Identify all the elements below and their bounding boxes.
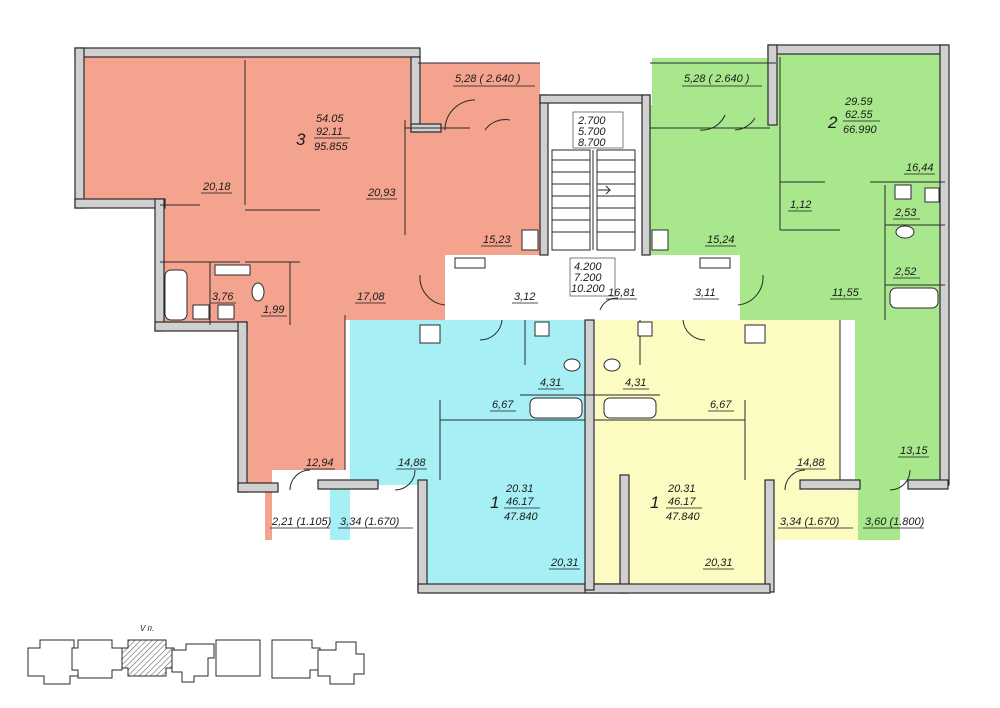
kitchen-sink-icon [419,324,441,344]
room-area: 3,76 [212,291,234,303]
bathtub-icon [529,397,583,419]
room-area: 5,28 ( 2.640 ) [684,73,750,85]
room-area: 5,28 ( 2.640 ) [455,73,521,85]
room-area: 12,94 [306,457,334,469]
sink-icon [192,304,210,320]
apartment-number: 1 [490,493,499,512]
key-plan-section [317,641,365,685]
level-mark: 10.200 [571,283,606,295]
bathtub-icon [164,269,188,321]
total-with-balcony: 47.840 [666,511,701,523]
key-plan-section [171,643,215,683]
room-area: 2,21 (1.105) [271,516,332,528]
room-area: 1,12 [790,199,811,211]
fixtures [164,184,940,419]
room-area: 13,15 [900,445,928,457]
room-area: 14,88 [398,457,426,469]
total-with-balcony: 66.990 [843,124,878,136]
apartment-1-right-area [595,320,858,590]
level-mark: 4.200 [574,261,602,273]
sink-icon [217,304,235,320]
total-area: 46.17 [506,496,534,508]
room-area: 3,34 (1.670) [340,516,400,528]
counter-icon [214,264,251,276]
apartment-1-left-area [330,320,585,590]
toilet-icon [895,225,915,239]
apartment-2-area [645,52,945,540]
room-area: 20,31 [704,557,733,569]
outer-walls [74,44,950,594]
key-plan-section [271,639,321,679]
room-area: 6,67 [710,399,732,411]
sink-icon [924,187,940,203]
key-plan-section [71,639,123,679]
key-plan-label: V п. [140,624,154,633]
living-area: 20.31 [505,483,534,495]
room-area: 16,44 [906,162,934,174]
level-mark: 7.200 [574,272,602,284]
room-area: 11,55 [832,287,860,299]
room-area: 4,31 [625,377,646,389]
room-area-labels: 5,28 ( 2.640 ) 20,18 20,93 15,23 3,76 1,… [201,73,935,570]
room-area: 6,67 [492,399,514,411]
key-plan-section-current [121,639,175,677]
apartment-3-area [83,57,540,540]
living-area: 20.31 [667,483,696,495]
toilet-icon [563,358,581,372]
total-with-balcony: 95.855 [314,141,349,153]
total-area: 62.55 [845,109,873,121]
total-with-balcony: 47.840 [504,511,539,523]
stair-level-marks-top: 2.700 5.700 8.700 [577,115,606,149]
room-area: 15,23 [483,234,511,246]
stair-level-marks-bottom: 4.200 7.200 10.200 [571,261,606,295]
living-area: 29.59 [844,96,873,108]
bathtub-icon [889,287,939,309]
kitchen-sink-icon [651,229,669,251]
key-plan: V п. [27,624,365,685]
room-area: 3,11 [695,287,716,299]
room-area: 3,12 [514,291,535,303]
sink-icon [534,321,550,337]
kitchen-sink-icon [744,324,766,344]
apartment-number: 1 [650,493,659,512]
room-area: 20,18 [202,181,231,193]
toilet-icon [251,282,265,302]
total-area: 92.11 [316,126,343,138]
room-area: 4,31 [540,377,561,389]
key-plan-section [215,639,261,677]
kitchen-sink-icon [521,229,539,251]
radiator-icon [454,257,486,269]
room-area: 2,52 [894,266,916,278]
sink-icon [894,184,912,200]
level-mark: 5.700 [578,126,606,138]
room-area: 14,88 [797,457,825,469]
sink-icon [637,321,653,337]
staircase [551,111,636,297]
apartment-2-label: 2 29.59 62.55 66.990 [827,96,880,136]
room-area: 2,53 [894,207,917,219]
room-area: 3,60 (1.800) [865,516,925,528]
room-area: 15,24 [707,234,735,246]
room-area: 16,81 [608,287,636,299]
apartment-3-label: 3 54.05 92.11 95.855 [296,113,350,153]
bathtub-icon [603,397,657,419]
radiator-icon [699,257,731,269]
room-area: 3,34 (1.670) [780,516,840,528]
room-area: 20,93 [367,187,396,199]
room-area: 1,99 [263,304,284,316]
level-mark: 8.700 [578,137,606,149]
apartment-number: 3 [296,130,306,149]
total-area: 46.17 [668,496,696,508]
room-area: 20,31 [550,557,579,569]
room-area: 17,08 [357,291,385,303]
apartment-1-left-label: 1 20.31 46.17 47.840 [490,483,540,523]
apartment-number: 2 [827,113,838,132]
living-area: 54.05 [316,113,344,125]
apartment-1-right-label: 1 20.31 46.17 47.840 [650,483,702,523]
toilet-icon [603,358,621,372]
door-swings [289,99,911,491]
level-mark: 2.700 [577,115,606,127]
